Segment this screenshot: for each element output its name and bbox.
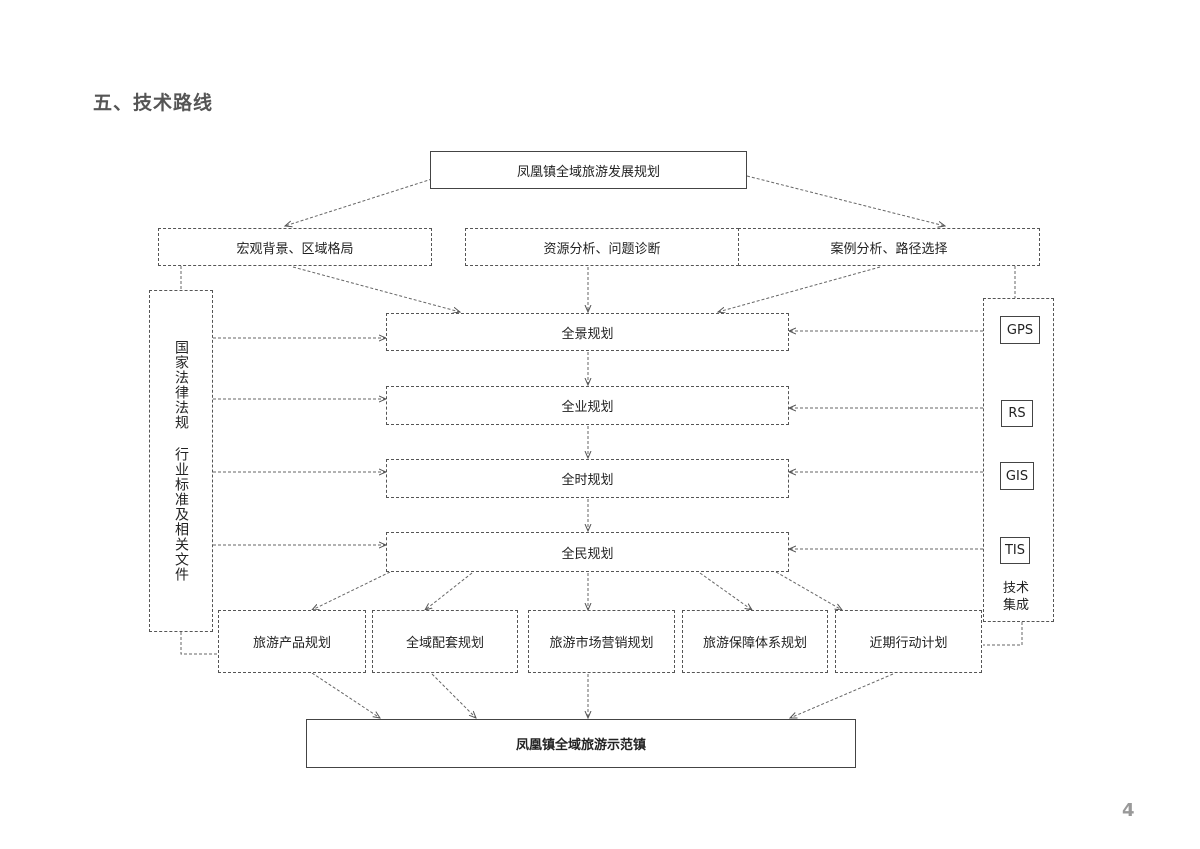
output-label-1: 旅游产品规划 (252, 636, 331, 651)
output-box-1: 旅游产品规划 (218, 610, 366, 673)
top-goal-label: 凤凰镇全域旅游发展规划 (516, 164, 660, 180)
stage-box-3: 全时规划 (386, 459, 789, 498)
tech-item-gps: GPS (1000, 316, 1040, 344)
bottom-goal-label: 凤凰镇全域旅游示范镇 (515, 738, 646, 753)
page-title: 五、技术路线 (93, 92, 214, 114)
tech-label-gps: GPS (1006, 322, 1034, 338)
stage-label-4: 全民规划 (561, 546, 614, 562)
output-label-3: 旅游市场营销规划 (549, 636, 654, 651)
legal-standards-label: 国家法律法规 行业标准及相关文件 (173, 340, 189, 582)
output-box-2: 全域配套规划 (372, 610, 518, 673)
tech-label-rs: RS (1008, 406, 1026, 421)
top-goal-box: 凤凰镇全域旅游发展规划 (430, 151, 747, 189)
output-box-5: 近期行动计划 (835, 610, 982, 673)
tech-label-gis: GIS (1005, 468, 1029, 484)
stage-box-4: 全民规划 (386, 532, 789, 572)
tech-integration-line-1: 技术 (1002, 581, 1029, 596)
legal-standards-panel: 国家法律法规 行业标准及相关文件 (149, 290, 213, 632)
stage-label-2: 全业规划 (561, 400, 614, 415)
tech-integration-panel (983, 298, 1054, 622)
input-box-macro: 宏观背景、区域格局 (158, 228, 432, 266)
stage-box-2: 全业规划 (386, 386, 789, 425)
input-label-resource: 资源分析、问题诊断 (543, 241, 661, 257)
output-box-4: 旅游保障体系规划 (682, 610, 828, 673)
page-number: 4 (1122, 800, 1135, 821)
tech-item-tis: TIS (1000, 537, 1030, 564)
tech-integration-line-2: 集成 (1002, 598, 1029, 613)
stage-label-1: 全景规划 (561, 326, 614, 342)
stage-box-1: 全景规划 (386, 313, 789, 351)
input-label-macro: 宏观背景、区域格局 (236, 241, 354, 257)
input-box-resource: 资源分析、问题诊断 (465, 228, 739, 266)
bottom-goal-box: 凤凰镇全域旅游示范镇 (306, 719, 856, 768)
output-label-2: 全域配套规划 (405, 636, 484, 651)
output-box-3: 旅游市场营销规划 (528, 610, 675, 673)
output-label-5: 近期行动计划 (869, 636, 948, 651)
output-label-4: 旅游保障体系规划 (702, 636, 807, 651)
tech-item-rs: RS (1001, 400, 1033, 427)
stage-label-3: 全时规划 (561, 473, 614, 488)
tech-integration-label: 技术 集成 (996, 580, 1036, 614)
input-label-case: 案例分析、路径选择 (830, 241, 948, 257)
tech-label-tis: TIS (1004, 543, 1026, 558)
tech-item-gis: GIS (1000, 462, 1034, 490)
input-box-case: 案例分析、路径选择 (738, 228, 1040, 266)
